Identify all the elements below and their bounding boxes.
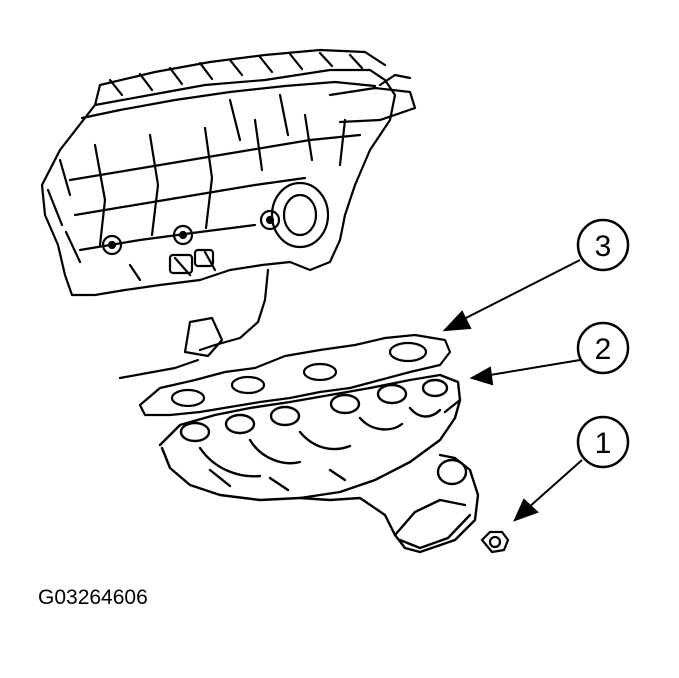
callout-3-arrowhead bbox=[442, 310, 472, 332]
manifold-gasket bbox=[138, 333, 452, 417]
callout-3: 3 bbox=[576, 218, 630, 272]
callout-2-number: 2 bbox=[595, 333, 612, 366]
callout-2: 2 bbox=[576, 321, 630, 375]
engine-cylinder-head bbox=[40, 48, 417, 380]
callout-3-circle bbox=[576, 218, 630, 272]
callout-1: 1 bbox=[576, 415, 630, 469]
callout-1-arrowhead bbox=[513, 498, 539, 522]
manifold-nut bbox=[480, 530, 510, 554]
callout-arrows bbox=[442, 259, 583, 522]
callout-3-leader bbox=[461, 259, 581, 321]
callout-1-leader bbox=[527, 459, 583, 509]
exhaust-manifold bbox=[158, 373, 480, 554]
callout-2-arrowhead bbox=[469, 366, 494, 386]
callout-1-number: 1 bbox=[595, 427, 612, 460]
callout-2-leader bbox=[489, 359, 581, 376]
callout-2-circle bbox=[576, 321, 630, 375]
figure-id-label: G03264606 bbox=[38, 586, 148, 609]
callout-1-circle bbox=[576, 415, 630, 469]
callout-3-number: 3 bbox=[595, 230, 612, 263]
